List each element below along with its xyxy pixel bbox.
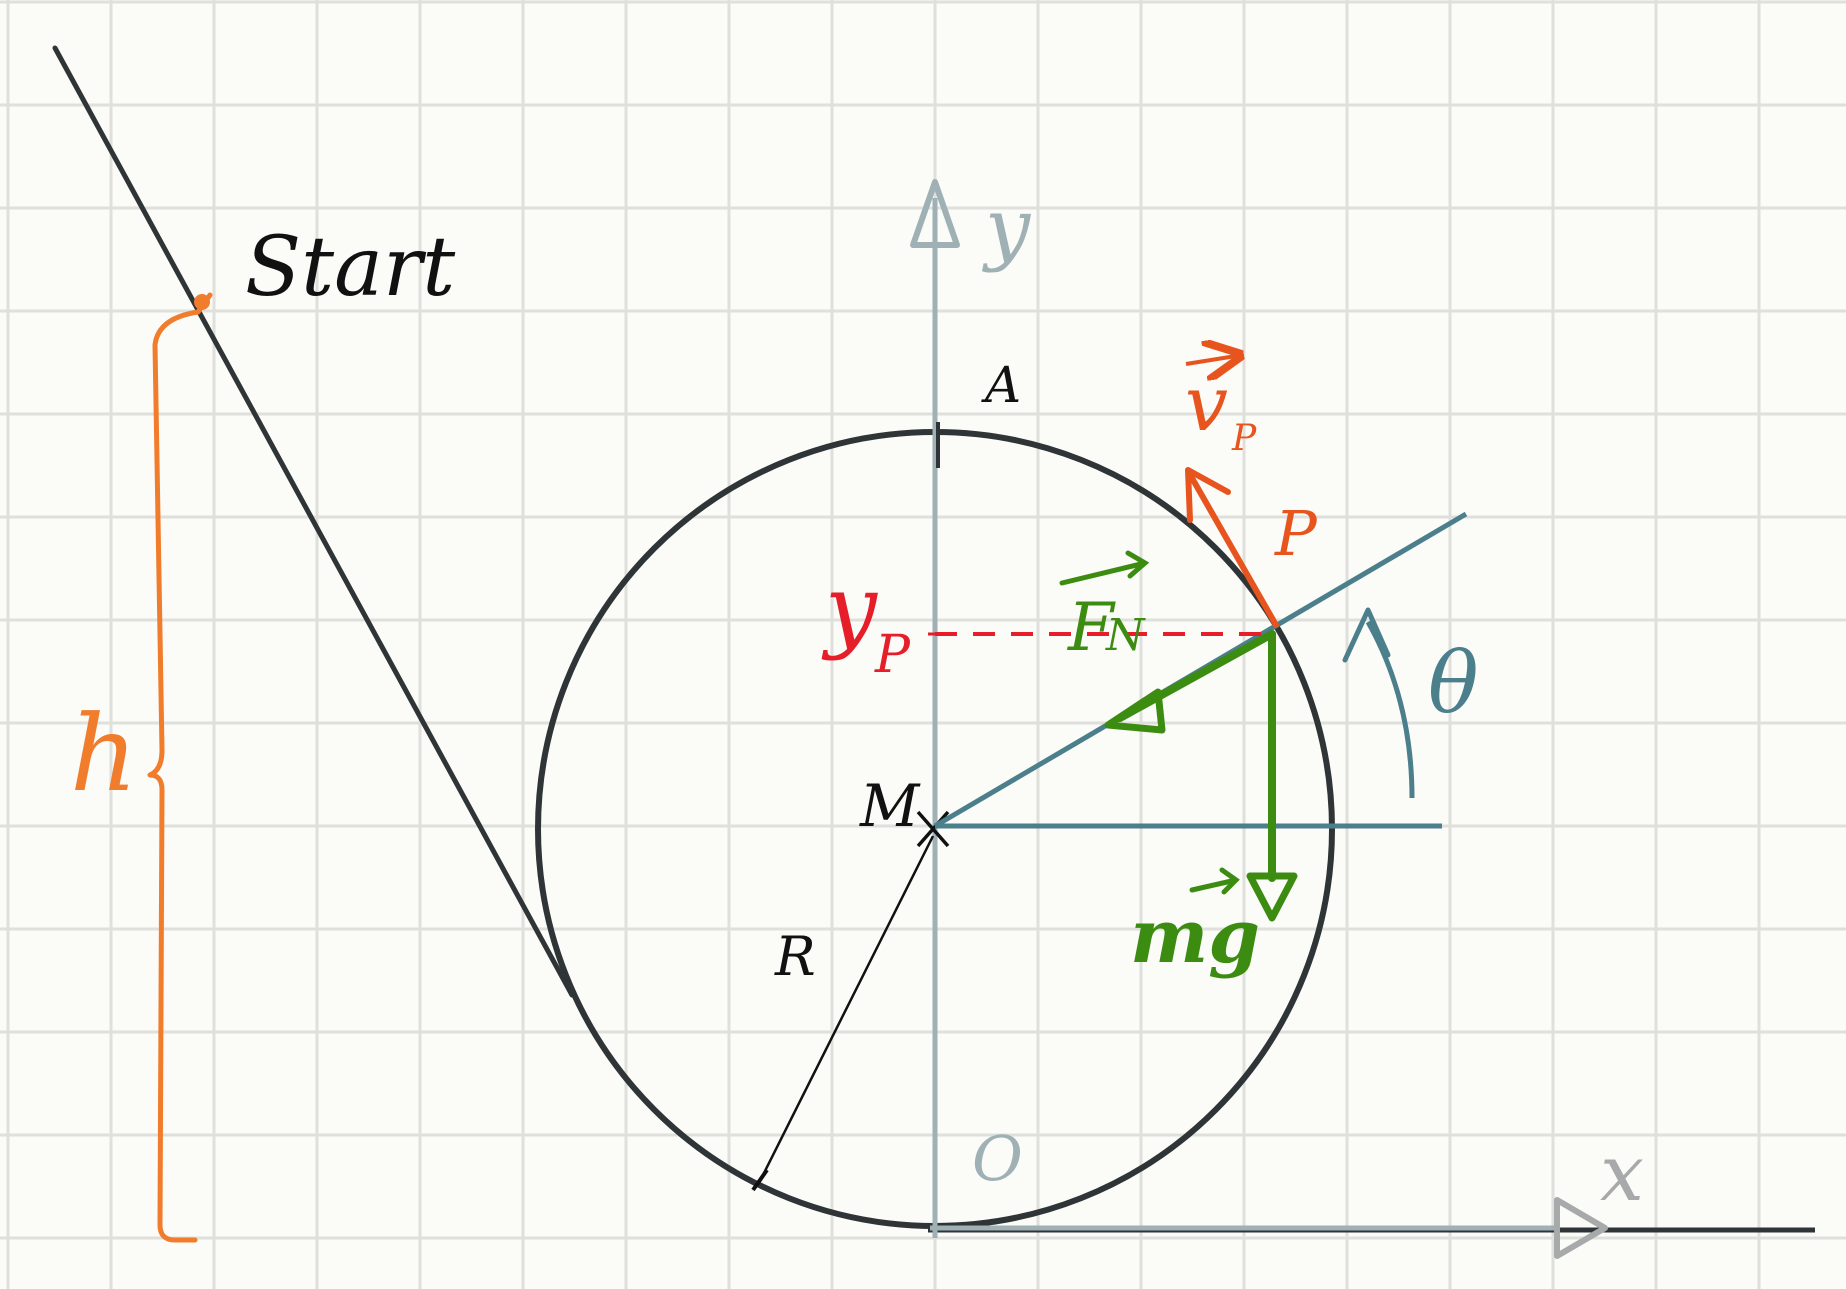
- x-axis-arrowhead: [1554, 1197, 1608, 1259]
- normal-force-label: F N: [1059, 550, 1150, 666]
- center-cross: [916, 810, 950, 848]
- start-point: [194, 294, 210, 310]
- velocity-arrowhead: [1185, 467, 1231, 523]
- yp-label: y P: [821, 555, 911, 685]
- angle-arc: [1365, 620, 1415, 799]
- angle-label: θ: [1428, 634, 1479, 732]
- velocity-label: v P: [1185, 356, 1257, 459]
- normal-force-label-arrow: [1059, 550, 1150, 586]
- radius-label: R: [774, 925, 816, 988]
- radius-line: [756, 835, 935, 1186]
- y-axis-label: y: [982, 181, 1032, 274]
- yp-subscript: P: [874, 625, 911, 685]
- center-label: M: [859, 772, 921, 840]
- normal-force-symbol: F: [1067, 589, 1116, 666]
- velocity-vector: [1189, 475, 1279, 628]
- normal-force-arrowhead: [1104, 688, 1166, 734]
- ramp-line: [52, 45, 575, 998]
- point-p-label: P: [1274, 497, 1318, 570]
- y-axis-arrowhead: [910, 179, 960, 248]
- velocity-subscript: P: [1231, 418, 1257, 459]
- velocity-label-arrow: [1185, 356, 1236, 364]
- yp-symbol: y: [821, 555, 878, 662]
- gravity-label-arrow: [1189, 867, 1240, 895]
- gravity-symbol: mg: [1130, 894, 1260, 980]
- top-point-label: A: [981, 356, 1021, 414]
- x-axis-label: x: [1600, 1129, 1644, 1219]
- radius-end-tick: [751, 1168, 769, 1192]
- gravity-label: mg: [1130, 867, 1260, 980]
- angle-arc-arrowhead: [1342, 607, 1391, 663]
- height-brace: [147, 292, 213, 1243]
- start-label: Start: [245, 220, 456, 315]
- origin-label: O: [972, 1122, 1023, 1195]
- velocity-symbol: v: [1185, 359, 1228, 448]
- height-label: h: [70, 693, 138, 815]
- gravity-arrowhead: [1246, 872, 1298, 922]
- normal-force-subscript: N: [1105, 610, 1146, 661]
